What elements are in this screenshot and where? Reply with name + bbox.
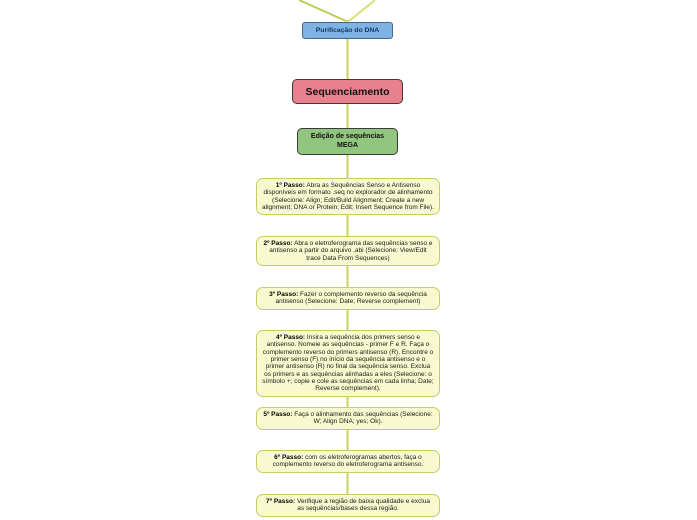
node-edicao-sequencias-mega[interactable]: Edição de sequências MEGA bbox=[297, 128, 398, 155]
step-2-title: 2º Passo: bbox=[263, 240, 293, 247]
step-5-box[interactable]: 5º Passo: Faça o alinhamento das sequênc… bbox=[256, 407, 440, 430]
step-7-box[interactable]: 7º Passo: Verifique a região de baixa qu… bbox=[256, 494, 440, 517]
step-4-text: Insira a sequência dos primers senso e a… bbox=[262, 334, 434, 393]
node-purificacao-label: Purificação do DNA bbox=[315, 27, 380, 34]
step-1-box[interactable]: 1º Passo: Abra as Sequências Senso e Ant… bbox=[256, 178, 440, 216]
step-6-box[interactable]: 6º Passo: com os eletroferogramas aberto… bbox=[256, 450, 440, 473]
incoming-connector-right bbox=[348, 0, 376, 22]
step-7-title: 7º Passo: bbox=[266, 498, 296, 505]
step-3-title: 3º Passo: bbox=[269, 291, 299, 298]
node-sequenciamento[interactable]: Sequenciamento bbox=[292, 79, 403, 104]
step-7-text: Verifique a região de baixa qualidade e … bbox=[295, 498, 430, 513]
node-sequenciamento-label: Sequenciamento bbox=[305, 85, 390, 98]
step-6-text: com os eletroferogramas abertos, faça o … bbox=[272, 454, 424, 469]
step-3-text: Fazer o complemento reverso da sequência… bbox=[275, 291, 427, 306]
step-2-text: Abra o eletroferograma das sequências se… bbox=[269, 240, 433, 262]
step-3-box[interactable]: 3º Passo: Fazer o complemento reverso da… bbox=[256, 287, 440, 310]
step-5-text: Faça o alinhamento das sequências (Selec… bbox=[292, 411, 433, 426]
incoming-connector-left bbox=[298, 0, 347, 22]
step-1-text: Abra as Sequências Senso e Antisenso dis… bbox=[262, 182, 434, 212]
node-purificacao-dna[interactable]: Purificação do DNA bbox=[302, 22, 393, 39]
step-2-box[interactable]: 2º Passo: Abra o eletroferograma das seq… bbox=[256, 236, 440, 267]
step-4-title: 4º Passo: bbox=[275, 334, 306, 341]
node-edicao-label-line2: MEGA bbox=[337, 141, 358, 149]
node-edicao-label-line1: Edição de sequências bbox=[310, 133, 385, 141]
step-4-box[interactable]: 4º Passo: Insira a sequência dos primers… bbox=[256, 330, 440, 397]
step-5-title: 5º Passo: bbox=[263, 411, 293, 418]
step-1-title: 1º Passo: bbox=[275, 182, 305, 189]
step-6-title: 6º Passo: bbox=[274, 454, 304, 461]
